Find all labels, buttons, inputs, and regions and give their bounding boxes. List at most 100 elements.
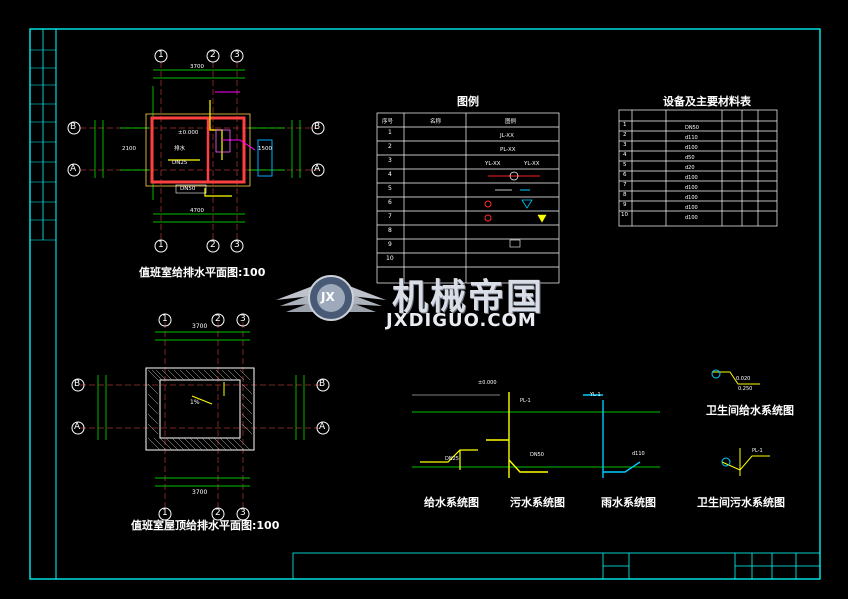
svg-text:序号: 序号 — [382, 117, 394, 125]
ground-plan: ±0.000 排水 DN25 DN50 2100 1500 3700 4700 — [67, 49, 325, 253]
svg-text:DN25: DN25 — [172, 160, 188, 166]
svg-text:0.250: 0.250 — [738, 386, 752, 392]
left-title-strip — [30, 49, 56, 241]
toilet-supply-system-label: 卫生间给水系统图 — [706, 404, 794, 417]
svg-text:d100: d100 — [685, 195, 698, 201]
roof-plan: 1% 3700 3700 — [71, 313, 330, 521]
equipment-row-number: 3 — [623, 142, 627, 148]
svg-text:YL-XX: YL-XX — [523, 161, 540, 167]
axis-label: A — [314, 164, 321, 174]
equipment-row-number: 7 — [623, 182, 627, 188]
water-supply-system-label: 给水系统图 — [424, 496, 479, 509]
axis-label: 2 — [215, 314, 221, 324]
svg-text:DN25: DN25 — [445, 456, 459, 462]
svg-text:1%: 1% — [190, 399, 200, 406]
axis-label: 1 — [158, 240, 164, 250]
legend-cell-text: 序号 名称 图例 JL-XX PL-XX YL-XX YL-XX — [382, 117, 540, 167]
toilet-sewage-system-label: 卫生间污水系统图 — [697, 496, 785, 509]
svg-text:DN50: DN50 — [685, 125, 699, 131]
axis-label: 3 — [234, 240, 240, 250]
svg-text:JL-XX: JL-XX — [499, 133, 514, 139]
svg-text:PL-XX: PL-XX — [500, 147, 516, 153]
svg-text:PL-1: PL-1 — [520, 398, 531, 404]
legend-table — [376, 112, 560, 284]
legend-row-number: 6 — [388, 199, 392, 206]
axis-label: 3 — [240, 508, 246, 518]
equipment-row-number: 5 — [623, 162, 627, 168]
svg-text:YL-XX: YL-XX — [484, 161, 501, 167]
axis-label: A — [74, 422, 81, 432]
legend-title: 图例 — [457, 95, 479, 108]
svg-text:3700: 3700 — [190, 64, 204, 70]
svg-text:1500: 1500 — [258, 146, 272, 152]
watermark-badge: JX — [321, 290, 335, 304]
legend-row-number: 1 — [388, 129, 392, 136]
legend-row-number: 7 — [388, 213, 392, 220]
title-block — [292, 552, 821, 580]
system-diagrams: ±0.000 PL-1 YL-1 DN25 DN50 d110 0.020 0.… — [412, 369, 770, 478]
equipment-row-number: 10 — [621, 212, 628, 218]
axis-label: 2 — [210, 50, 216, 60]
equipment-row-number: 1 — [623, 122, 627, 128]
legend-row-number: 4 — [388, 171, 392, 178]
equipment-cell-text: DN50 d110 d100 d50 d20 d100 d100 d100 d1… — [685, 125, 699, 221]
svg-text:PL-1: PL-1 — [752, 448, 763, 454]
axis-label: B — [314, 122, 321, 132]
svg-text:0.020: 0.020 — [736, 376, 750, 382]
svg-text:±0.000: ±0.000 — [178, 130, 199, 136]
legend-row-number: 9 — [388, 241, 392, 248]
roof-plan-title: 值班室屋顶给排水平面图:100 — [131, 519, 280, 532]
svg-text:4700: 4700 — [190, 208, 204, 214]
axis-label: B — [70, 122, 77, 132]
svg-text:d100: d100 — [685, 185, 698, 191]
axis-label: 3 — [240, 314, 246, 324]
svg-text:d100: d100 — [685, 175, 698, 181]
equipment-title: 设备及主要材料表 — [663, 95, 751, 108]
legend-symbols — [484, 171, 547, 248]
legend-row-number: 8 — [388, 227, 392, 234]
svg-text:YL-1: YL-1 — [589, 392, 601, 398]
axis-label: 1 — [158, 50, 164, 60]
legend-row-number: 3 — [388, 157, 392, 164]
axis-label: B — [74, 379, 81, 389]
equipment-row-number: 2 — [623, 132, 627, 138]
svg-text:d100: d100 — [685, 205, 698, 211]
axis-label: 3 — [234, 50, 240, 60]
axis-label: 2 — [210, 240, 216, 250]
svg-text:d110: d110 — [685, 135, 698, 141]
svg-text:图例: 图例 — [505, 117, 517, 125]
svg-text:DN50: DN50 — [180, 186, 196, 192]
axis-label: A — [70, 164, 77, 174]
watermark-english-text: JXDIGUO.COM — [386, 310, 537, 331]
svg-text:d20: d20 — [685, 165, 695, 171]
axis-label: 1 — [162, 314, 168, 324]
ground-plan-title: 值班室给排水平面图:100 — [139, 266, 266, 279]
axis-label: B — [319, 379, 326, 389]
svg-text:DN50: DN50 — [530, 452, 544, 458]
svg-text:d50: d50 — [685, 155, 695, 161]
svg-text:d100: d100 — [685, 145, 698, 151]
axis-label: 1 — [162, 508, 168, 518]
svg-text:d110: d110 — [632, 451, 645, 457]
svg-text:名称: 名称 — [430, 117, 442, 125]
watermark-chinese-text: 机械帝国 — [392, 277, 545, 318]
svg-text:±0.000: ±0.000 — [478, 380, 497, 386]
svg-text:3700: 3700 — [192, 489, 207, 496]
watermark-logo — [276, 275, 386, 321]
axis-label: A — [319, 422, 326, 432]
legend-row-number: 10 — [386, 255, 394, 262]
svg-text:3700: 3700 — [192, 323, 207, 330]
legend-row-number: 5 — [388, 185, 392, 192]
equipment-table — [618, 109, 778, 227]
legend-row-number: 2 — [388, 143, 392, 150]
equipment-row-number: 4 — [623, 152, 627, 158]
svg-text:d100: d100 — [685, 215, 698, 221]
sewage-system-label: 污水系统图 — [510, 496, 565, 509]
svg-text:排水: 排水 — [174, 144, 186, 152]
equipment-row-number: 9 — [623, 202, 627, 208]
svg-text:2100: 2100 — [122, 146, 136, 152]
equipment-row-number: 8 — [623, 192, 627, 198]
equipment-row-number: 6 — [623, 172, 627, 178]
